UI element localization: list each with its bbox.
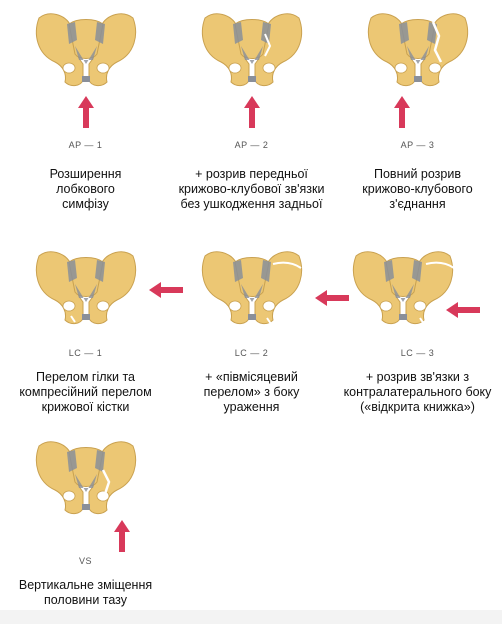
classification-code: AP — 2 bbox=[234, 140, 269, 150]
panel-caption: Повний розрив крижово-клубового з'єднанн… bbox=[362, 167, 473, 211]
classification-code: AP — 3 bbox=[400, 140, 435, 150]
panel-caption: Розширення лобкового симфізу bbox=[49, 167, 122, 211]
arrow-left-icon bbox=[149, 282, 183, 298]
arrow-up-icon bbox=[394, 96, 410, 128]
panel-lc3: LC — 3 + розрив зв'язки з контралатераль… bbox=[334, 238, 501, 428]
pelvis-ap1-illustration bbox=[35, 13, 137, 87]
bottom-strip bbox=[0, 610, 502, 624]
classification-code: LC — 1 bbox=[68, 348, 103, 358]
pelvis-ap2-illustration bbox=[201, 13, 303, 87]
pelvis-ap3-illustration bbox=[367, 13, 469, 87]
panel-lc1: LC — 1 Перелом гілки та компресійний пер… bbox=[2, 238, 183, 428]
arrow-up-icon bbox=[114, 520, 130, 552]
pelvis-lc1-illustration bbox=[35, 251, 137, 325]
classification-code: AP — 1 bbox=[68, 140, 103, 150]
panel-caption: Вертикальне зміщення половини тазу bbox=[18, 578, 153, 607]
arrow-left-icon bbox=[446, 302, 480, 318]
panel-ap2: AP — 2 + розрив передньої крижово-клубов… bbox=[168, 0, 335, 215]
classification-code: LC — 3 bbox=[400, 348, 435, 358]
panel-ap3: AP — 3 Повний розрив крижово-клубового з… bbox=[334, 0, 501, 215]
panel-lc2: LC — 2 + «півмісяцевий перелом» з боку у… bbox=[168, 238, 349, 428]
pelvis-lc2-illustration bbox=[201, 251, 303, 325]
arrow-up-icon bbox=[244, 96, 260, 128]
panel-ap1: AP — 1 Розширення лобкового симфізу bbox=[2, 0, 169, 215]
panel-caption: + «півмісяцевий перелом» з боку ураження bbox=[203, 370, 300, 414]
arrow-left-icon bbox=[315, 290, 349, 306]
pelvis-lc3-illustration bbox=[352, 251, 455, 325]
classification-code: LC — 2 bbox=[234, 348, 269, 358]
panel-caption: + розрив передньої крижово-клубової зв'я… bbox=[178, 167, 325, 211]
panel-caption: Перелом гілки та компресійний перелом кр… bbox=[19, 370, 152, 414]
panel-vs: VS Вертикальне зміщення половини тазу bbox=[2, 428, 169, 618]
arrow-up-icon bbox=[78, 96, 94, 128]
panel-caption: + розрив зв'язки з контралатерального бо… bbox=[343, 370, 492, 414]
pelvis-vs-illustration bbox=[35, 441, 137, 515]
classification-code: VS bbox=[78, 556, 92, 566]
